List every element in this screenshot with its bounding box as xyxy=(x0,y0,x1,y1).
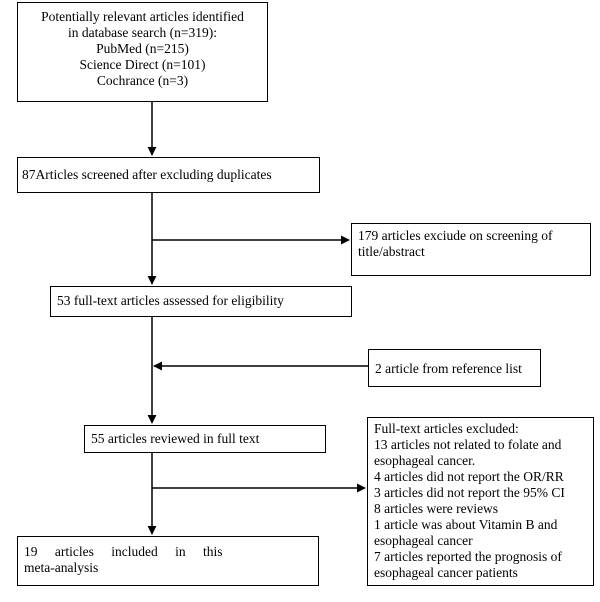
reference-text: 2 article from reference list xyxy=(375,361,522,376)
included-box: 19 articles included in this meta-analys… xyxy=(17,536,319,586)
included-line: 19 articles included in this xyxy=(24,544,223,559)
excluded-fulltext-line: esophageal cancer patients xyxy=(374,565,518,580)
excluded-fulltext-box: Full-text articles excluded: 13 articles… xyxy=(367,417,594,586)
search-line: Potentially relevant articles identified xyxy=(41,9,244,24)
screened-text: 87Articles screened after excluding dupl… xyxy=(22,167,272,182)
excluded-fulltext-line: esophageal cancer. xyxy=(374,453,476,468)
fulltext-text: 53 full-text articles assessed for eligi… xyxy=(57,293,284,308)
reference-list-box: 2 article from reference list xyxy=(368,349,541,387)
search-line: Science Direct (n=101) xyxy=(79,57,206,72)
excluded-title-abstract-box: 179 articles exciude on screening of tit… xyxy=(351,223,591,276)
fulltext-assessed-box: 53 full-text articles assessed for eligi… xyxy=(50,286,352,317)
search-line: in database search (n=319): xyxy=(68,25,217,40)
excluded-fulltext-line: 8 articles were reviews xyxy=(374,501,499,516)
excluded-fulltext-line: 4 articles did not report the OR/RR xyxy=(374,469,564,484)
excluded-title-line: 179 articles exciude on screening of xyxy=(358,228,553,243)
reviewed-text: 55 articles reviewed in full text xyxy=(91,431,260,446)
search-line: Cochrance (n=3) xyxy=(96,73,189,88)
search-line: PubMed (n=215) xyxy=(96,41,189,56)
excluded-fulltext-line: esophageal cancer xyxy=(374,533,473,548)
excluded-fulltext-line: 1 article was about Vitamin B and xyxy=(374,517,558,532)
screened-box: 87Articles screened after excluding dupl… xyxy=(17,157,320,193)
included-line: meta-analysis xyxy=(24,560,99,575)
excluded-fulltext-line: 3 articles did not report the 95% CI xyxy=(374,485,565,500)
excluded-fulltext-line: Full-text articles excluded: xyxy=(374,421,519,436)
reviewed-box: 55 articles reviewed in full text xyxy=(84,425,326,453)
search-box: Potentially relevant articles identified… xyxy=(17,2,268,102)
excluded-fulltext-line: 13 articles not related to folate and xyxy=(374,437,562,452)
excluded-fulltext-line: 7 articles reported the prognosis of xyxy=(374,549,562,564)
excluded-title-line: title/abstract xyxy=(358,244,425,259)
